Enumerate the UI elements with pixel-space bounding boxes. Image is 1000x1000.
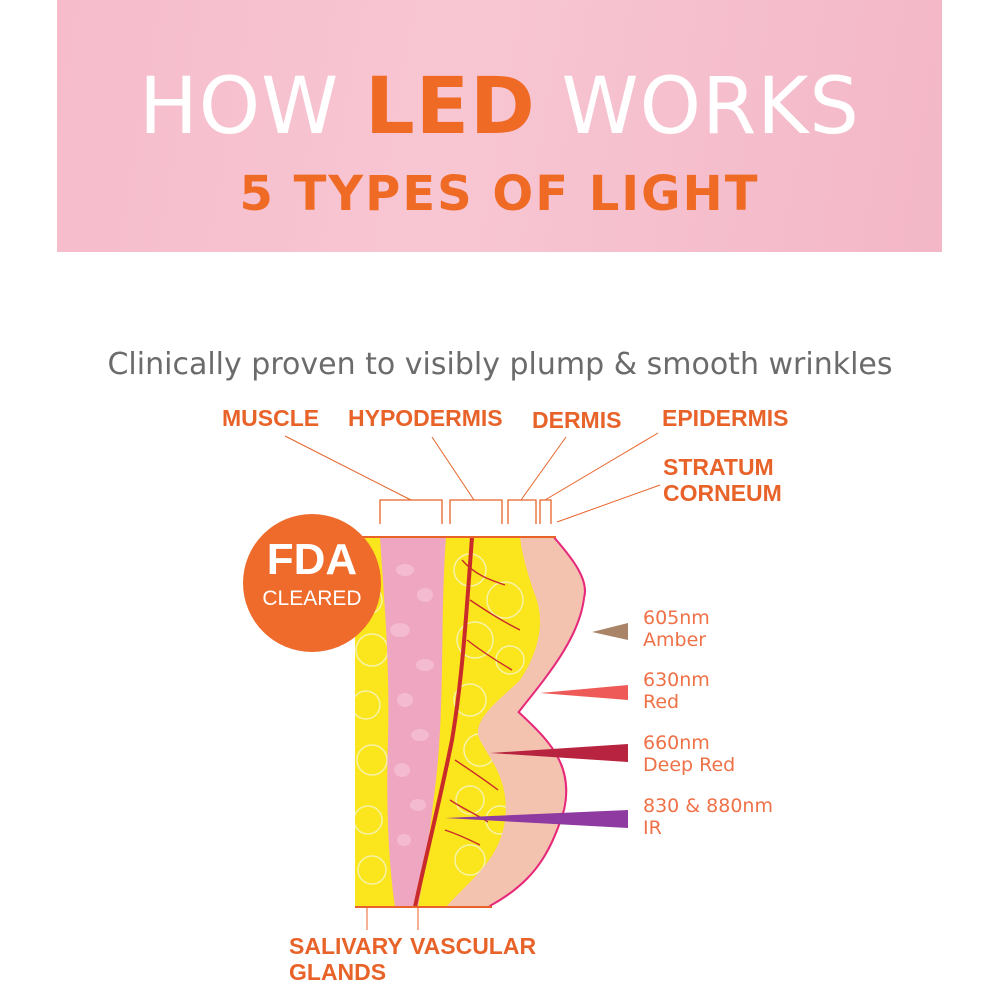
wavelength-amber: 605nm Amber: [643, 607, 710, 652]
page-title: HOW LED WORKS: [57, 68, 942, 146]
amber-light-beam: [592, 623, 628, 640]
wavelength-amber-name: Amber: [643, 628, 707, 651]
wavelength-deep-red-name: Deep Red: [643, 753, 736, 776]
leader-hypodermis: [431, 436, 475, 501]
fda-badge-sub: CLEARED: [262, 587, 362, 610]
wavelength-red-name: Red: [643, 690, 680, 713]
wavelength-red: 630nm Red: [643, 669, 710, 714]
epidermis-layer: [489, 537, 586, 907]
leader-epidermis: [544, 432, 659, 501]
ir-light-beam: [445, 810, 628, 828]
fda-badge-main: FDA: [266, 535, 358, 584]
skin-cross-section: [355, 537, 586, 907]
label-stratum-corneum: STRATUM CORNEUM: [663, 454, 782, 507]
title-highlight: LED: [365, 62, 536, 152]
label-salivary-glands: SALIVARY GLANDS: [289, 933, 403, 986]
label-stratum-line1: STRATUM: [663, 454, 774, 480]
label-epidermis: EPIDERMIS: [662, 405, 789, 431]
wavelength-deep-red: 660nm Deep Red: [643, 732, 736, 777]
bracket-dermis: [507, 499, 537, 524]
leader-lines: [284, 432, 661, 523]
leader-muscle: [284, 435, 412, 501]
bracket-hypodermis: [449, 499, 503, 524]
label-stratum-line2: CORNEUM: [663, 479, 782, 506]
tagline: Clinically proven to visibly plump & smo…: [107, 347, 893, 382]
label-dermis: DERMIS: [532, 407, 622, 433]
wavelength-red-nm: 630nm: [643, 669, 710, 691]
wavelength-ir-nm: 830 & 880nm: [643, 795, 773, 817]
bracket-epidermis: [539, 499, 552, 524]
label-vascular: VASCULAR: [410, 933, 537, 959]
layer-brackets: [379, 499, 552, 524]
label-hypodermis: HYPODERMIS: [348, 405, 503, 431]
header-banner: HOW LED WORKS 5 TYPES OF LIGHT: [57, 0, 942, 252]
label-muscle: MUSCLE: [222, 405, 320, 431]
title-prefix: HOW: [139, 62, 366, 152]
label-salivary-line1: SALIVARY: [289, 933, 403, 959]
title-suffix: WORKS: [535, 62, 860, 152]
vascular-vessel: [413, 537, 474, 907]
leader-dermis: [520, 436, 567, 501]
label-salivary-line2: GLANDS: [289, 958, 387, 985]
wavelength-ir: 830 & 880nm IR: [643, 795, 773, 840]
deep-red-light-beam: [490, 744, 628, 762]
page-subtitle: 5 TYPES OF LIGHT: [239, 166, 760, 222]
wavelength-deep-red-nm: 660nm: [643, 732, 710, 754]
red-light-beam: [540, 685, 628, 700]
wavelength-amber-nm: 605nm: [643, 607, 710, 629]
fda-cleared-badge: FDA CLEARED: [243, 514, 381, 652]
bracket-muscle: [379, 499, 443, 524]
leader-stratum: [556, 484, 661, 523]
wavelength-ir-name: IR: [643, 816, 662, 839]
